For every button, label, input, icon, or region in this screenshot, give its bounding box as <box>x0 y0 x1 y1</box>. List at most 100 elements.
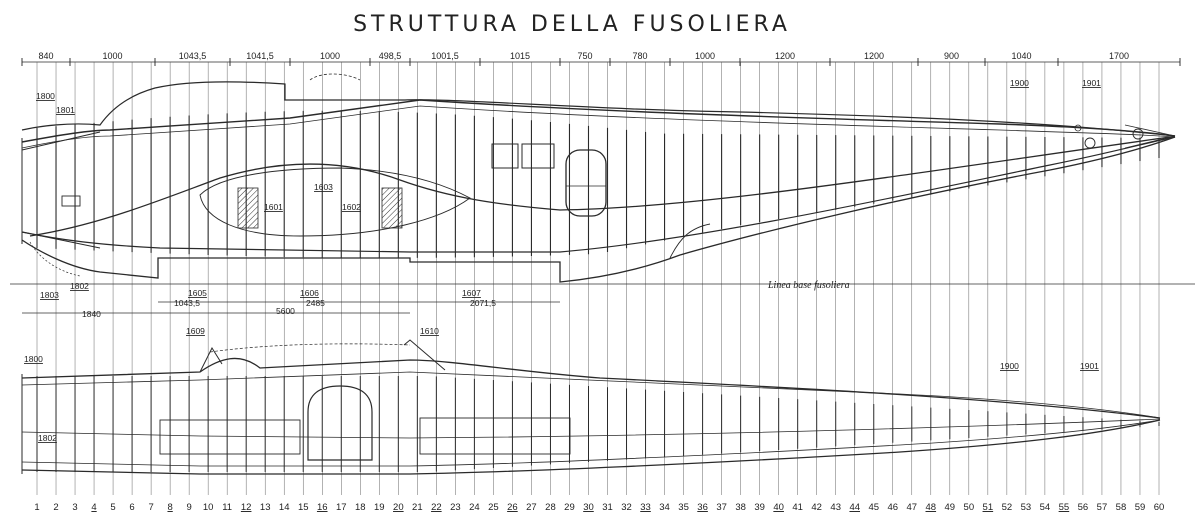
part-label-1607: 1607 <box>462 288 481 298</box>
side-view-upper-outline <box>21 81 1176 137</box>
tail-hole-1 <box>1084 137 1096 149</box>
side-view-top-longeron <box>21 99 1176 143</box>
top-dimension-label: 1041,5 <box>246 51 274 61</box>
part-label-1800: 1800 <box>36 91 55 101</box>
frame-number: 41 <box>792 502 803 513</box>
frame-number: 9 <box>186 502 191 513</box>
frame-number: 22 <box>431 502 442 513</box>
frame-number: 34 <box>659 502 670 513</box>
top-dimension-label: 1001,5 <box>431 51 459 61</box>
side-view <box>21 73 1176 283</box>
frame-number: 7 <box>148 502 153 513</box>
part-label-1802: 1802 <box>70 281 89 291</box>
part-label-1802-plan: 1802 <box>38 433 57 443</box>
plan-view-bay-2 <box>419 417 571 455</box>
frame-number: 51 <box>983 502 994 513</box>
frame-number: 42 <box>811 502 822 513</box>
plan-view-bay <box>159 419 301 455</box>
frame-number: 20 <box>393 502 404 513</box>
side-view-top-longeron-inner <box>21 105 1176 149</box>
frame-number: 2 <box>53 502 58 513</box>
lower-dimensions <box>22 301 560 314</box>
window-left <box>491 143 519 169</box>
frame-number: 37 <box>716 502 727 513</box>
part-label-1609: 1609 <box>186 326 205 336</box>
frame-number: 28 <box>545 502 556 513</box>
frame-number: 59 <box>1135 502 1146 513</box>
tail-tip <box>1124 124 1176 149</box>
top-dimension-label: 1000 <box>102 51 122 61</box>
frame-number: 8 <box>167 502 172 513</box>
part-label-1603: 1603 <box>314 182 333 192</box>
plan-view-dashed-canopy <box>209 343 411 353</box>
frame-number: 44 <box>849 502 860 513</box>
top-dimension-label: 1200 <box>864 51 884 61</box>
top-dimension-label: 750 <box>577 51 592 61</box>
part-label-1801: 1801 <box>56 105 75 115</box>
plan-view <box>21 339 1161 475</box>
frame-number: 48 <box>926 502 937 513</box>
top-dimension-label: 1000 <box>695 51 715 61</box>
frame-number: 55 <box>1059 502 1070 513</box>
frame-number: 25 <box>488 502 499 513</box>
part-label-1601: 1601 <box>264 202 283 212</box>
part-label-1900-side: 1900 <box>1010 78 1029 88</box>
top-dimension-label: 1200 <box>775 51 795 61</box>
part-label-1803: 1803 <box>40 290 59 300</box>
frame-number: 4 <box>91 502 96 513</box>
top-dimension-label: 1040 <box>1011 51 1031 61</box>
plan-view-mid-line <box>21 418 1161 439</box>
part-label-1605: 1605 <box>188 288 207 298</box>
top-dimension-label: 840 <box>38 51 53 61</box>
top-dimension-label: 780 <box>632 51 647 61</box>
frame-number: 14 <box>279 502 290 513</box>
frame-number: 52 <box>1002 502 1013 513</box>
frame-number: 11 <box>222 502 232 513</box>
part-label-1901-plan: 1901 <box>1080 361 1099 371</box>
dim-2485: 2485 <box>306 298 325 308</box>
part-label-1901-side: 1901 <box>1082 78 1101 88</box>
top-dimension-label: 1043,5 <box>179 51 207 61</box>
part-1601-block <box>237 187 259 229</box>
top-dimension-label: 1700 <box>1109 51 1129 61</box>
top-dimension-label: 498,5 <box>379 51 402 61</box>
frame-number: 39 <box>754 502 765 513</box>
part-label-1602: 1602 <box>342 202 361 212</box>
frame-number: 21 <box>412 502 423 513</box>
dim-1043: 1043,5 <box>174 298 200 308</box>
dim-5600: 5600 <box>276 306 295 316</box>
window-right <box>521 143 555 169</box>
frame-number: 35 <box>678 502 689 513</box>
tail-hole-3 <box>1074 124 1082 132</box>
frame-number: 24 <box>469 502 480 513</box>
part-1602-block <box>381 187 403 229</box>
frame-number: 53 <box>1021 502 1032 513</box>
frame-number: 47 <box>906 502 917 513</box>
plan-view-hatch-opening <box>307 385 373 461</box>
frame-number: 18 <box>355 502 366 513</box>
engine-bay-outline <box>199 167 471 237</box>
frame-number: 56 <box>1078 502 1089 513</box>
plan-view-bracket-1610 <box>403 339 446 371</box>
frame-number: 50 <box>964 502 975 513</box>
side-view-bottom-longeron <box>21 136 1176 253</box>
frame-number: 26 <box>507 502 518 513</box>
canopy-dashed-line <box>309 73 361 81</box>
frame-number: 6 <box>129 502 134 513</box>
frame-number: 54 <box>1040 502 1051 513</box>
tail-hole-2 <box>1132 128 1144 140</box>
frame-number: 38 <box>735 502 746 513</box>
side-view-part-labels: 1800 1801 1802 1803 1601 1602 1603 1605 … <box>36 78 1101 300</box>
frame-number: 19 <box>374 502 385 513</box>
frame-number: 46 <box>887 502 898 513</box>
small-hatch <box>61 195 81 207</box>
frame-number: 30 <box>583 502 594 513</box>
plan-view-part-labels: 1800 1802 1609 1610 1900 1901 <box>24 326 1099 443</box>
frame-number: 1 <box>34 502 39 513</box>
part-label-1900-plan: 1900 <box>1000 361 1019 371</box>
frame-number: 16 <box>317 502 328 513</box>
frame-number: 58 <box>1116 502 1127 513</box>
